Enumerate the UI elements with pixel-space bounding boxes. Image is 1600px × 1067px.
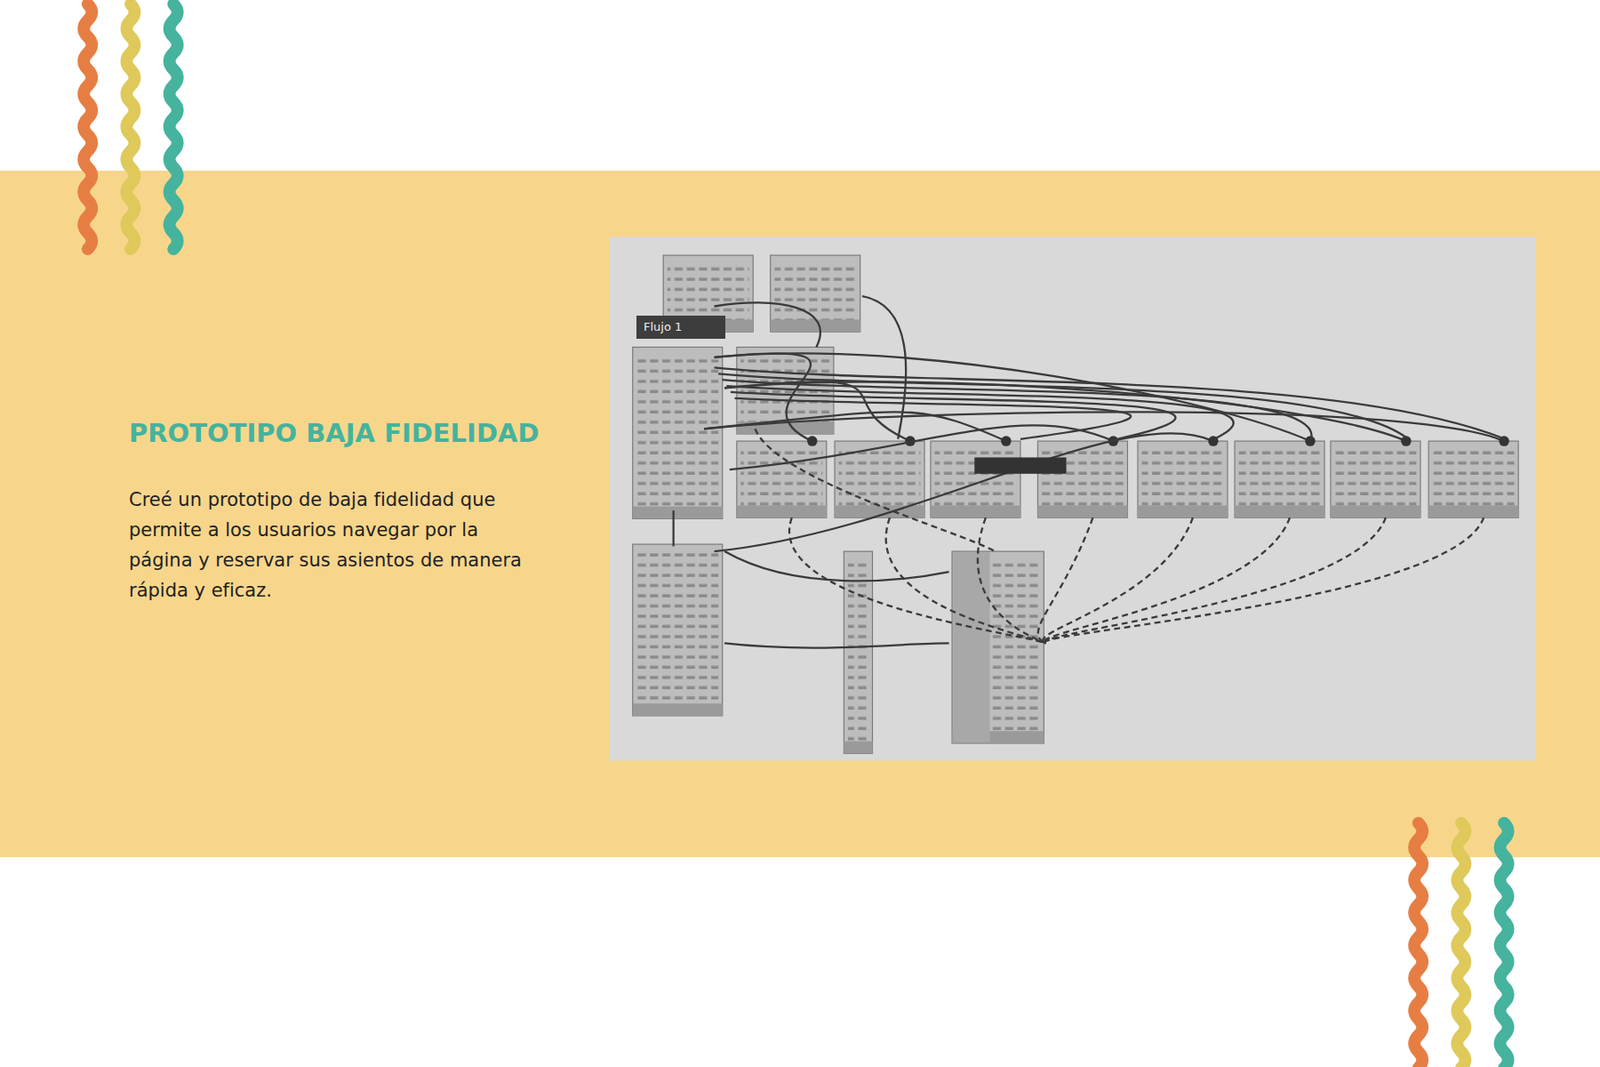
screen-frame: [1330, 440, 1421, 518]
screen-frame: [632, 346, 723, 519]
screen-footer: [632, 703, 723, 716]
screen-frame: [1037, 440, 1128, 518]
link-wire: [724, 642, 950, 648]
wave-line: [169, 4, 178, 250]
link-wire: [714, 352, 1311, 441]
wave-line: [1500, 823, 1509, 1067]
screen-footer: [843, 741, 872, 754]
link-dot: [1304, 435, 1315, 446]
screen-content: [1142, 448, 1224, 510]
screen-footer: [632, 506, 723, 520]
screen-frame: [1137, 440, 1228, 518]
screen-content: [848, 559, 869, 745]
screen-footer: [1037, 504, 1128, 518]
link-wire: [1044, 517, 1386, 643]
link-dot: [1000, 435, 1011, 446]
screen-content: [1432, 448, 1515, 510]
screen-frame: [632, 544, 723, 716]
link-wire: [886, 517, 1047, 643]
screen-content: [636, 355, 719, 512]
screen-frame: [736, 440, 827, 518]
screen-footer: [770, 319, 861, 332]
screen-footer: [1137, 504, 1228, 518]
link-wire: [1044, 517, 1291, 643]
link-wire: [714, 302, 821, 347]
screen-frame: [930, 440, 1021, 518]
selection-bar: [974, 456, 1066, 473]
wave-line: [1414, 823, 1423, 1067]
link-wire: [714, 367, 1506, 439]
link-wire: [730, 392, 1176, 440]
link-wire: [754, 428, 995, 552]
screen-content: [774, 263, 856, 324]
link-wire: [672, 510, 675, 546]
screen-footer: [930, 504, 1021, 518]
link-wire: [862, 296, 906, 440]
link-wire: [735, 398, 1132, 440]
screen-footer: [1330, 504, 1421, 518]
link-wire: [1038, 517, 1094, 643]
screen-footer: [1428, 504, 1519, 518]
wave-line: [126, 4, 135, 250]
screen-content: [839, 448, 921, 510]
link-wire: [714, 352, 813, 441]
screen-content: [636, 552, 719, 708]
slide-title: PROTOTIPO BAJA FIDELIDAD: [128, 417, 539, 448]
link-wire: [726, 385, 1233, 440]
screen-content: [1335, 448, 1417, 510]
screen-footer: [736, 504, 827, 518]
link-wire: [977, 517, 1047, 643]
wave-line: [1456, 823, 1465, 1067]
panel-shade: [952, 552, 990, 743]
link-wire: [722, 379, 1312, 440]
screen-content: [740, 448, 823, 510]
screen-content: [667, 263, 750, 324]
link-wire: [714, 432, 1214, 552]
link-wire: [724, 551, 950, 581]
wave-line: [83, 4, 92, 250]
flow-tag: Flujo 1: [636, 315, 726, 339]
description-text: Creé un prototipo de baja fidelidad que …: [128, 484, 547, 606]
link-wire: [1042, 517, 1193, 643]
link-wire: [1044, 517, 1484, 643]
link-wire: [704, 411, 1007, 441]
screen-frame: [1234, 440, 1325, 518]
link-wire: [718, 373, 1408, 439]
screen-frame: [952, 551, 1044, 744]
screen-footer: [1234, 504, 1325, 518]
screen-frame: [1428, 440, 1519, 518]
screen-content: [1239, 448, 1321, 510]
link-dot: [807, 435, 817, 446]
